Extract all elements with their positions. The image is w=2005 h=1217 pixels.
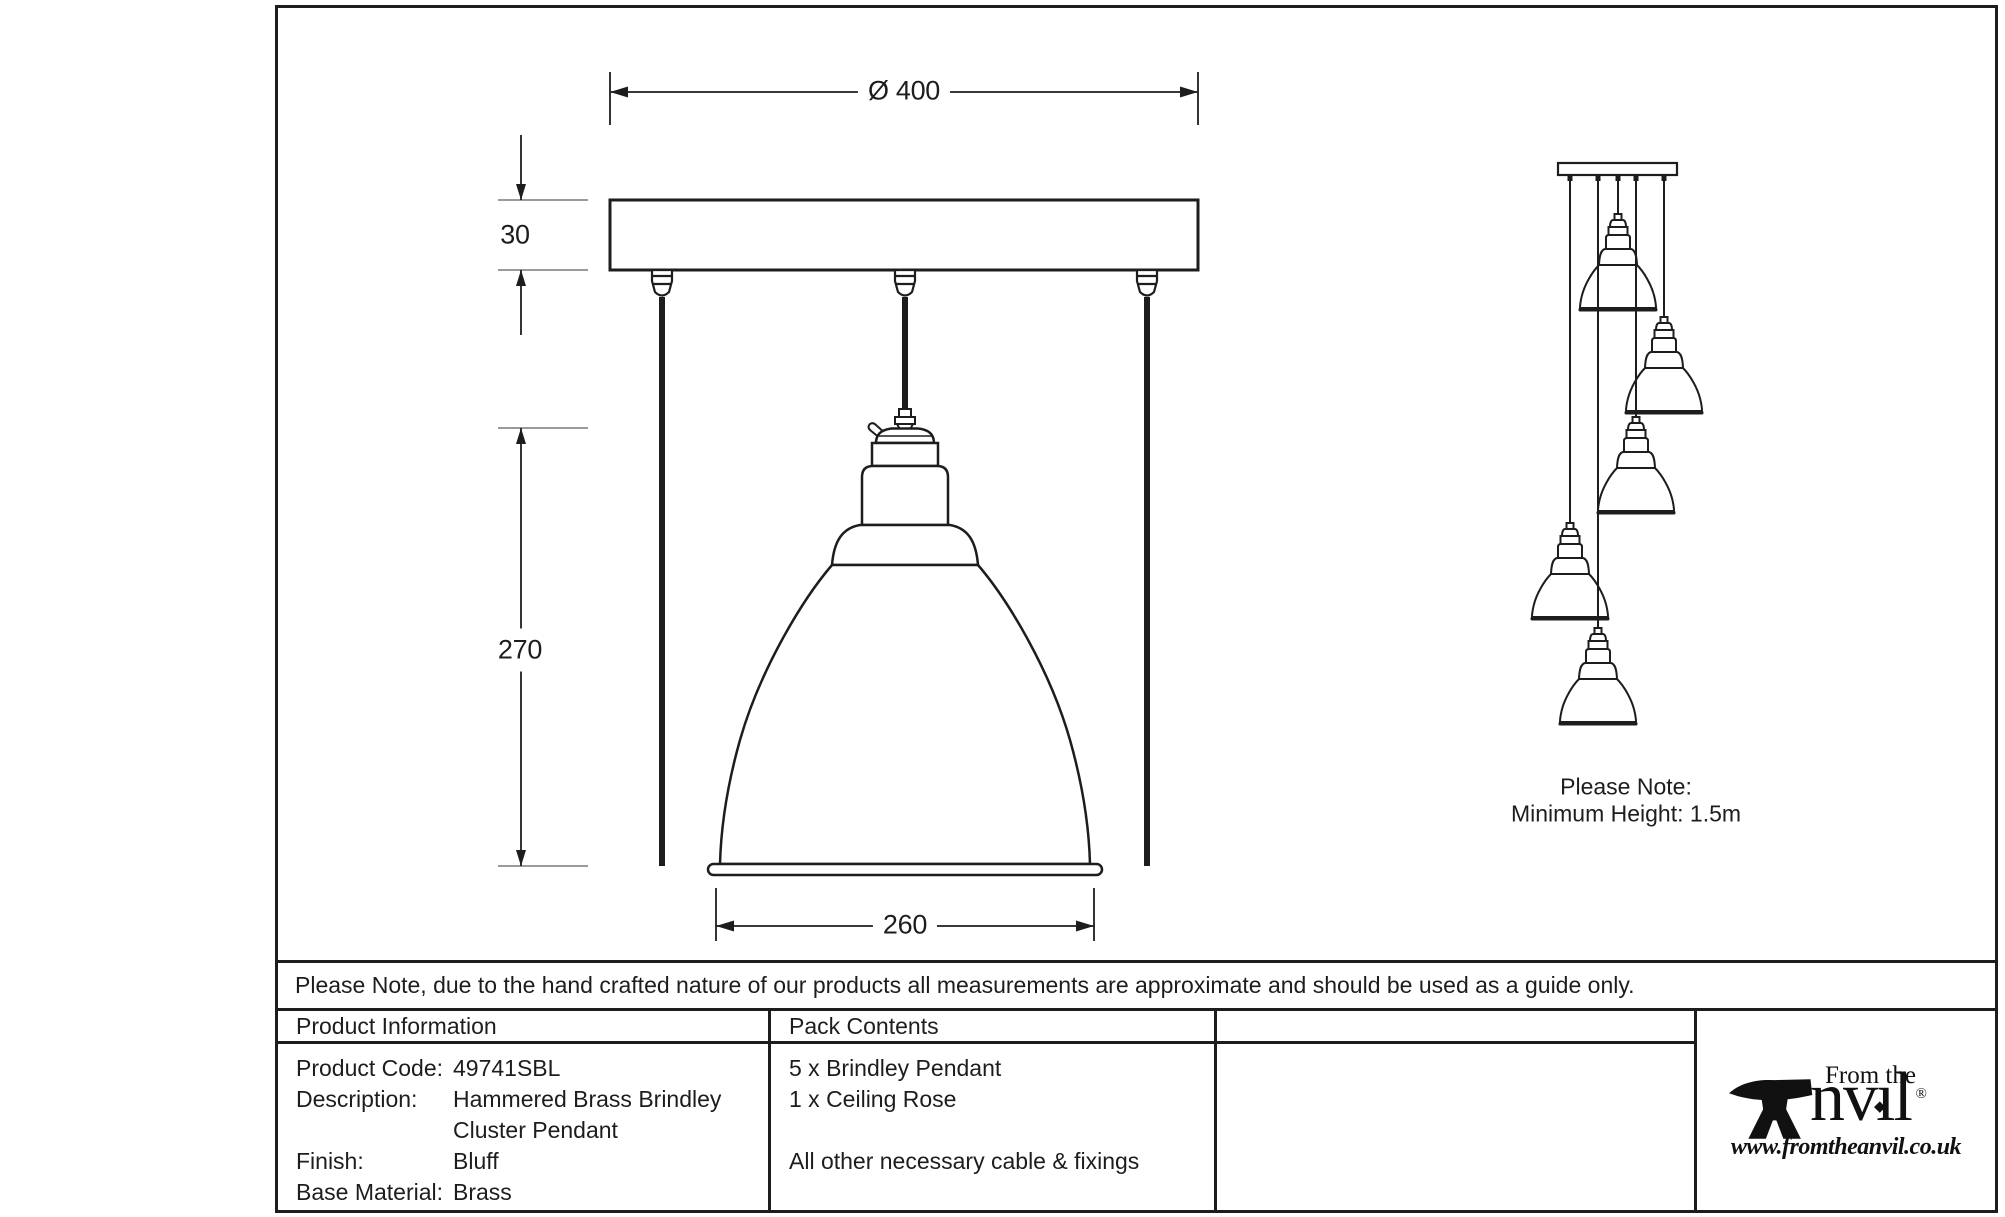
pack-contents-column: Pack Contents 5 x Brindley Pendant 1 x C… [771, 1011, 1217, 1213]
pendant-cords [659, 297, 1150, 866]
measurement-note-row: Please Note, due to the hand crafted nat… [278, 963, 1995, 1011]
anvil-icon [1729, 1079, 1813, 1139]
shade-dome [718, 563, 1092, 866]
list-item: All other necessary cable & fixings [789, 1148, 1140, 1174]
holder-block-lower [860, 464, 950, 527]
row-value: 49741SBL [453, 1055, 561, 1081]
ceiling-plate [608, 198, 1200, 272]
cluster-pendants [1529, 213, 1705, 727]
product-information-body: Product Code: 49741SBL Description: Hammer… [278, 1044, 768, 1208]
table-row: Base Material: Brass [296, 1177, 768, 1208]
shade-rim [706, 862, 1104, 877]
cluster-cords [1569, 181, 1665, 628]
diamond-i-dot-icon: ◆ [1874, 1099, 1885, 1115]
shade-shoulder [830, 523, 980, 567]
dim-label-shade-width: 260 [872, 909, 938, 941]
main-elevation [498, 72, 1200, 941]
empty-column [1217, 1011, 1697, 1213]
row-label: Finish: [296, 1148, 364, 1174]
holder-block-upper [870, 441, 940, 468]
cluster-ceiling-plate [1556, 161, 1679, 177]
row-label: Description: [296, 1086, 418, 1112]
cluster-note-minimum-height: Minimum Height: 1.5m [1510, 800, 1742, 827]
row-label: Base Material: [296, 1179, 444, 1205]
row-value: Bluff [453, 1148, 499, 1174]
cluster-cord-anchors [1567, 175, 1667, 181]
empty-column-header [1217, 1011, 1694, 1044]
table-columns: Product Information Product Code: 49741SB… [278, 1011, 1995, 1213]
from-the-anvil-logo: From the nvı◆l® www.fromtheanvil.co.uk [1728, 1060, 1964, 1164]
row-value: Brass [453, 1179, 512, 1205]
product-information-header: Product Information [278, 1011, 768, 1044]
cluster-illustration [1529, 161, 1705, 727]
cluster-note-title: Please Note: [1560, 773, 1692, 800]
row-value: Cluster Pendant [453, 1117, 618, 1143]
dim-label-plate-width: Ø 400 [857, 75, 951, 107]
list-item [789, 1115, 1214, 1146]
brindley-pendant [706, 408, 1104, 877]
dim-label-pendant-height: 270 [495, 628, 545, 672]
cord-grips [650, 268, 1159, 297]
table-row: Product Code: 49741SBL [296, 1053, 768, 1084]
empty-column-body [1217, 1044, 1694, 1053]
cord-ferrule [894, 408, 916, 431]
table-row: Description: Hammered Brass Brindley [296, 1084, 768, 1115]
measurement-note-text: Please Note, due to the hand crafted nat… [295, 972, 1635, 998]
bottom-table: Please Note, due to the hand crafted nat… [278, 960, 1995, 1213]
list-item: 5 x Brindley Pendant [789, 1055, 1002, 1081]
logo-from-the: From the [1825, 1062, 1916, 1089]
dim-plate-thickness [498, 135, 588, 335]
table-row: Finish: Bluff [296, 1146, 768, 1177]
pack-contents-body: 5 x Brindley Pendant 1 x Ceiling Rose Al… [771, 1044, 1214, 1177]
pack-contents-header: Pack Contents [771, 1011, 1214, 1044]
row-value: Hammered Brass Brindley [453, 1086, 722, 1112]
logo-url: www.fromtheanvil.co.uk [1730, 1134, 1962, 1160]
logo-cell: From the nvı◆l® www.fromtheanvil.co.uk [1697, 1011, 1995, 1213]
table-row: Cluster Pendant [296, 1115, 768, 1146]
sheet-border [275, 5, 1998, 1213]
registered-mark: ® [1915, 1086, 1927, 1102]
list-item: 1 x Ceiling Rose [789, 1086, 957, 1112]
dim-label-plate-thickness: 30 [500, 219, 530, 250]
product-information-column: Product Information Product Code: 49741SB… [278, 1011, 771, 1213]
row-label: Product Code: [296, 1055, 444, 1081]
brand-anvil: nvı◆l® [1810, 1063, 1927, 1133]
